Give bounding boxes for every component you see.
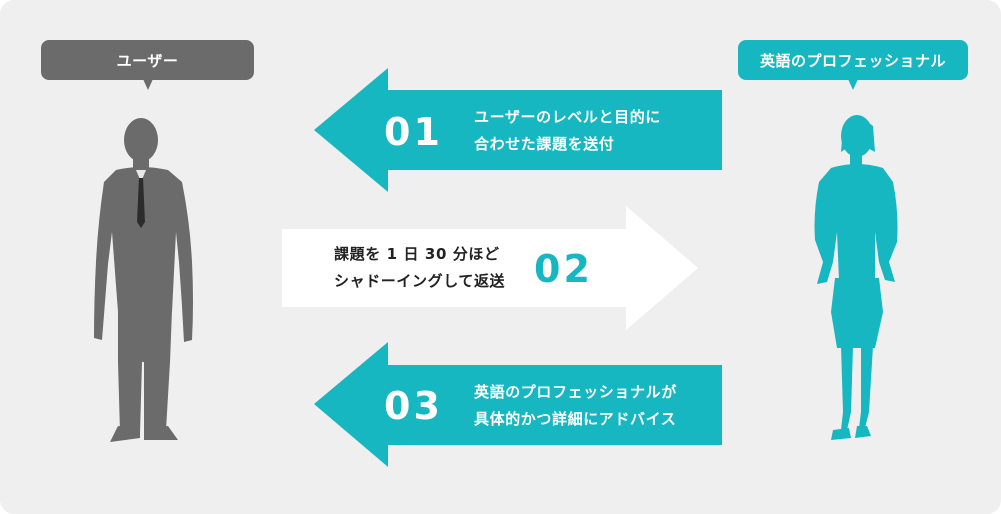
businessman-silhouette-icon <box>94 118 193 442</box>
step-01-number: 01 <box>384 110 443 154</box>
user-label: ユーザー <box>116 51 179 70</box>
step-03-text: 英語のプロフェッショナルが 具体的かつ詳細にアドバイス <box>474 379 677 433</box>
step-02-arrow <box>282 206 698 330</box>
step-02-number: 02 <box>534 247 593 291</box>
step-01-line1: ユーザーのレベルと目的に <box>474 108 661 126</box>
step-01-line2: 合わせた課題を送付 <box>474 135 615 153</box>
pro-label-bubble: 英語のプロフェッショナル <box>738 40 968 80</box>
step-02-text: 課題を 1 日 30 分ほど シャドーイングして返送 <box>334 241 505 295</box>
user-label-bubble: ユーザー <box>41 40 254 80</box>
step-03-line1: 英語のプロフェッショナルが <box>474 383 677 401</box>
pro-label: 英語のプロフェッショナル <box>759 51 946 70</box>
step-03-arrow <box>314 342 722 467</box>
step-03-number: 03 <box>384 384 443 428</box>
step-01-arrow <box>314 68 722 192</box>
businesswoman-silhouette-icon <box>814 115 898 440</box>
step-03-line2: 具体的かつ詳細にアドバイス <box>474 410 677 428</box>
step-02-line2: シャドーイングして返送 <box>334 272 506 290</box>
step-01-text: ユーザーのレベルと目的に 合わせた課題を送付 <box>474 104 661 158</box>
step-02-line1: 課題を 1 日 30 分ほど <box>334 245 500 263</box>
